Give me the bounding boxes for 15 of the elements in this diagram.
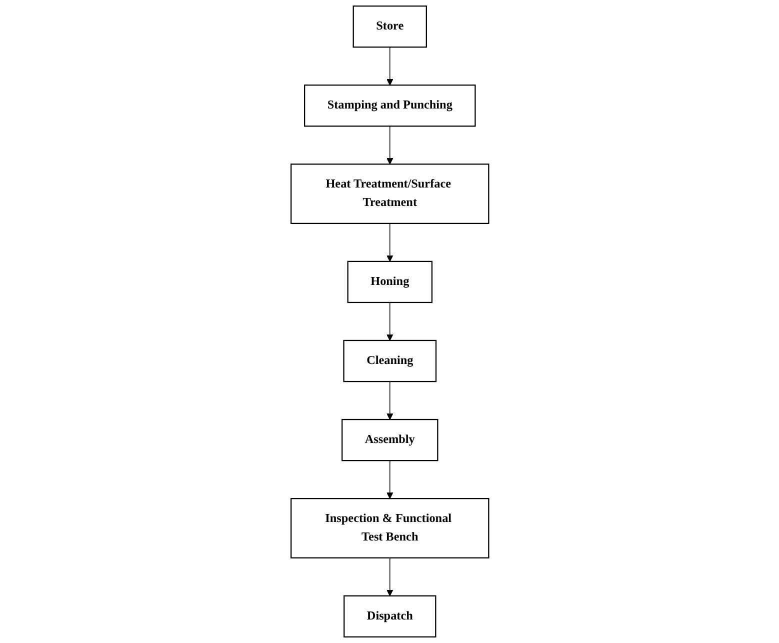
arrow <box>386 557 393 596</box>
node-box: Store <box>352 6 427 48</box>
arrow <box>386 460 393 499</box>
node-box: Inspection & Functional Test Bench <box>290 498 489 558</box>
node-box: Dispatch <box>343 595 436 638</box>
node-box: Assembly <box>341 418 438 462</box>
node-box: Stamping and Punching <box>304 84 476 127</box>
arrow <box>386 126 393 164</box>
node-box: Cleaning <box>342 340 436 382</box>
arrow <box>386 381 393 420</box>
node-box: Honing <box>346 260 432 304</box>
arrow <box>386 302 393 341</box>
arrow <box>386 46 393 86</box>
arrow <box>386 223 393 262</box>
node-box: Heat Treatment/Surface Treatment <box>290 164 489 224</box>
